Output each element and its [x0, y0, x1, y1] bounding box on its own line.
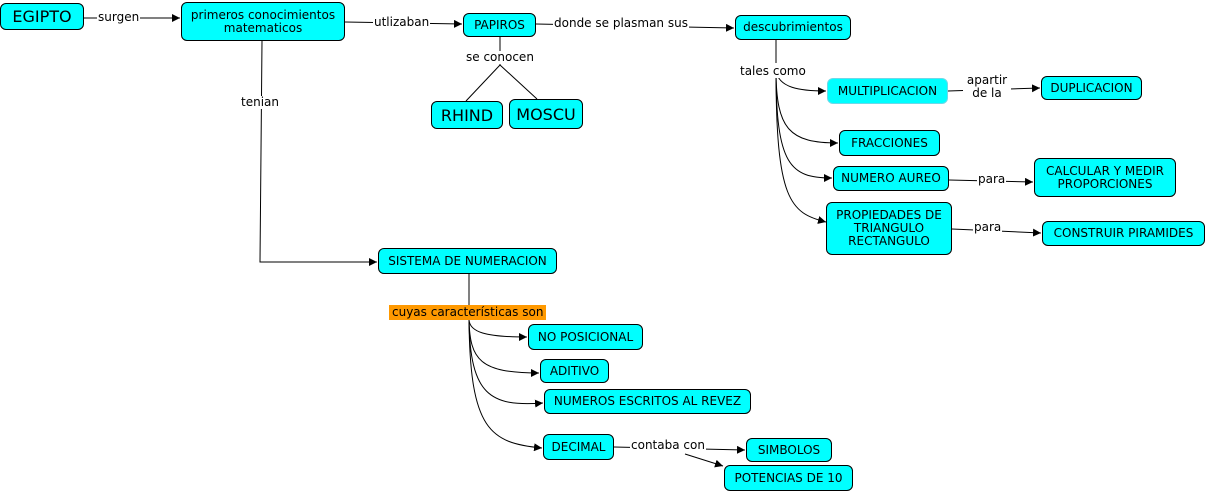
- node-aditivo[interactable]: ADITIVO: [540, 359, 609, 383]
- node-propiedades-triangulo[interactable]: PROPIEDADES DE TRIANGULO RECTANGULO: [826, 202, 952, 255]
- node-potencias-10[interactable]: POTENCIAS DE 10: [724, 465, 853, 491]
- node-fracciones[interactable]: FRACCIONES: [839, 130, 940, 156]
- label-para-propiedades: para: [973, 220, 1003, 234]
- link-seconocen-rhind: [465, 64, 501, 102]
- node-construir-piramides[interactable]: CONSTRUIR PIRAMIDES: [1042, 221, 1205, 246]
- node-simbolos[interactable]: SIMBOLOS: [746, 438, 832, 462]
- node-calcular-medir[interactable]: CALCULAR Y MEDIR PROPORCIONES: [1034, 158, 1176, 197]
- label-donde-se-plasman: donde se plasman sus: [553, 16, 689, 30]
- label-contaba-con: contaba con: [630, 438, 706, 452]
- link-contaba-potencias: [684, 453, 724, 468]
- node-numero-aureo[interactable]: NUMERO AUREO: [833, 166, 949, 191]
- node-primeros-conocimientos[interactable]: primeros conocimientos matematicos: [181, 2, 345, 41]
- link-talescomo-prop: [775, 69, 827, 224]
- link-seconocen-moscu: [499, 64, 538, 100]
- label-utlizaban: utlizaban: [373, 15, 431, 29]
- label-se-conocen: se conocen: [465, 50, 535, 64]
- node-duplicacion[interactable]: DUPLICACION: [1041, 76, 1142, 100]
- node-moscu[interactable]: MOSCU: [509, 99, 583, 129]
- node-decimal[interactable]: DECIMAL: [543, 434, 614, 460]
- label-cuyas-caracteristicas: cuyas características son: [389, 305, 547, 320]
- node-no-posicional[interactable]: NO POSICIONAL: [528, 324, 643, 350]
- node-papiros[interactable]: PAPIROS: [463, 13, 536, 37]
- label-apartir-de-la: apartir de la: [963, 74, 1011, 100]
- link-talescomo-aureo: [775, 69, 833, 182]
- node-rhind[interactable]: RHIND: [431, 101, 503, 129]
- link-cuyas-decimal: [468, 319, 543, 452]
- node-multiplicacion[interactable]: MULTIPLICACION: [827, 78, 948, 104]
- link-cuyas-noposicional: [468, 319, 528, 341]
- label-surgen: surgen: [97, 10, 141, 24]
- node-sistema-numeracion[interactable]: SISTEMA DE NUMERACION: [378, 248, 557, 274]
- link-cuyas-revez: [468, 319, 544, 408]
- link-primeros-sistema: [259, 40, 377, 266]
- label-para-aureo: para: [977, 172, 1007, 186]
- node-descubrimientos[interactable]: descubrimientos: [735, 15, 851, 40]
- label-tales-como: tales como: [739, 64, 807, 78]
- label-tenian: tenian: [240, 95, 280, 109]
- node-numeros-escritos-revez[interactable]: NUMEROS ESCRITOS AL REVEZ: [544, 389, 751, 414]
- node-egipto[interactable]: EGIPTO: [0, 3, 84, 30]
